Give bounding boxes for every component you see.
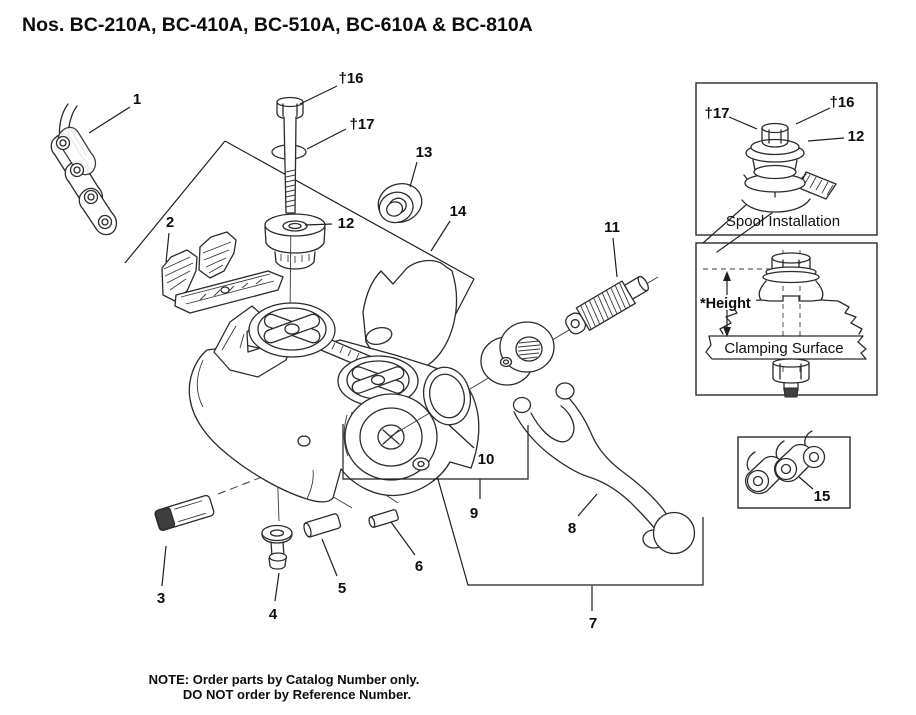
- callout-leaders: [88, 85, 618, 611]
- part-8-handle: [512, 382, 696, 555]
- rear-screw-boss: [248, 302, 336, 358]
- part-15-chain-links: [744, 430, 826, 495]
- callout-6: 6: [415, 558, 423, 575]
- panel-leader-15: [798, 476, 814, 490]
- swivel-collar: [480, 321, 555, 386]
- callout-14: 14: [450, 203, 467, 220]
- panel-leader-12: [807, 137, 845, 142]
- panel-leader-16: [795, 107, 831, 125]
- callout-8: 8: [568, 520, 576, 537]
- page-title: Nos. BC-210A, BC-410A, BC-510A, BC-610A …: [22, 14, 533, 36]
- spool-installation-panel: †17 †16 12 Spool Installation: [695, 82, 878, 253]
- part-4-screw: [261, 524, 293, 570]
- spool-installation-caption: Spool Installation: [726, 213, 840, 230]
- part-5-pin: [303, 513, 342, 538]
- callout-12: 12: [338, 215, 355, 232]
- callout-15: 15: [814, 488, 831, 505]
- note-line-1: NOTE: Order parts by Catalog Number only…: [149, 672, 420, 687]
- front-cylinder-boss: [343, 393, 438, 481]
- callout-9: 9: [470, 505, 478, 522]
- order-note: NOTE: Order parts by Catalog Number only…: [149, 672, 420, 702]
- part-12-spool: [264, 213, 326, 270]
- panel-callout-12: 12: [848, 128, 865, 145]
- callout-1: 1: [133, 91, 141, 108]
- callout-17: †17: [349, 116, 374, 133]
- callout-3: 3: [157, 590, 165, 607]
- part-1-chain: [50, 103, 118, 236]
- assembly-outline-7: [425, 436, 704, 586]
- note-line-2: DO NOT order by Reference Number.: [183, 687, 411, 702]
- panel-leader-17: [728, 116, 758, 130]
- callout-5: 5: [338, 580, 346, 597]
- callout-10: 10: [478, 451, 495, 468]
- callout-11: 11: [604, 219, 620, 236]
- part-13-roller: [377, 183, 423, 224]
- callout-labels: 1 2 †16 †17 12 13 14 11 10 9 8 7 3 4 5 6: [133, 70, 620, 632]
- part-10-oring: [422, 366, 472, 426]
- part-16-bolt: [271, 96, 307, 214]
- callout-16: †16: [338, 70, 363, 87]
- part-3-pin: [154, 494, 215, 531]
- height-label: *Height: [700, 296, 751, 312]
- callout-13: 13: [416, 144, 433, 161]
- front-screw-boss: [337, 355, 419, 407]
- height-drawing: [705, 252, 867, 398]
- panel-callout-16: †16: [829, 94, 854, 111]
- part-11-screw: [565, 275, 649, 335]
- height-panel: *Height Clamping Surface: [695, 242, 878, 398]
- clamping-surface-label: Clamping Surface: [724, 340, 843, 357]
- vise-base-body: [188, 259, 480, 503]
- group-bracket-9: [342, 424, 529, 499]
- callout-7: 7: [589, 615, 597, 632]
- height-dimension: *Height: [699, 268, 770, 337]
- callout-4: 4: [269, 606, 278, 623]
- part-2-jaws: [161, 231, 284, 314]
- chain-link-panel: 15: [737, 430, 851, 509]
- panel-callout-17: †17: [704, 105, 729, 122]
- callout-2: 2: [166, 214, 174, 231]
- part-6-pin: [368, 509, 399, 528]
- spool-installation-drawing: [702, 122, 837, 253]
